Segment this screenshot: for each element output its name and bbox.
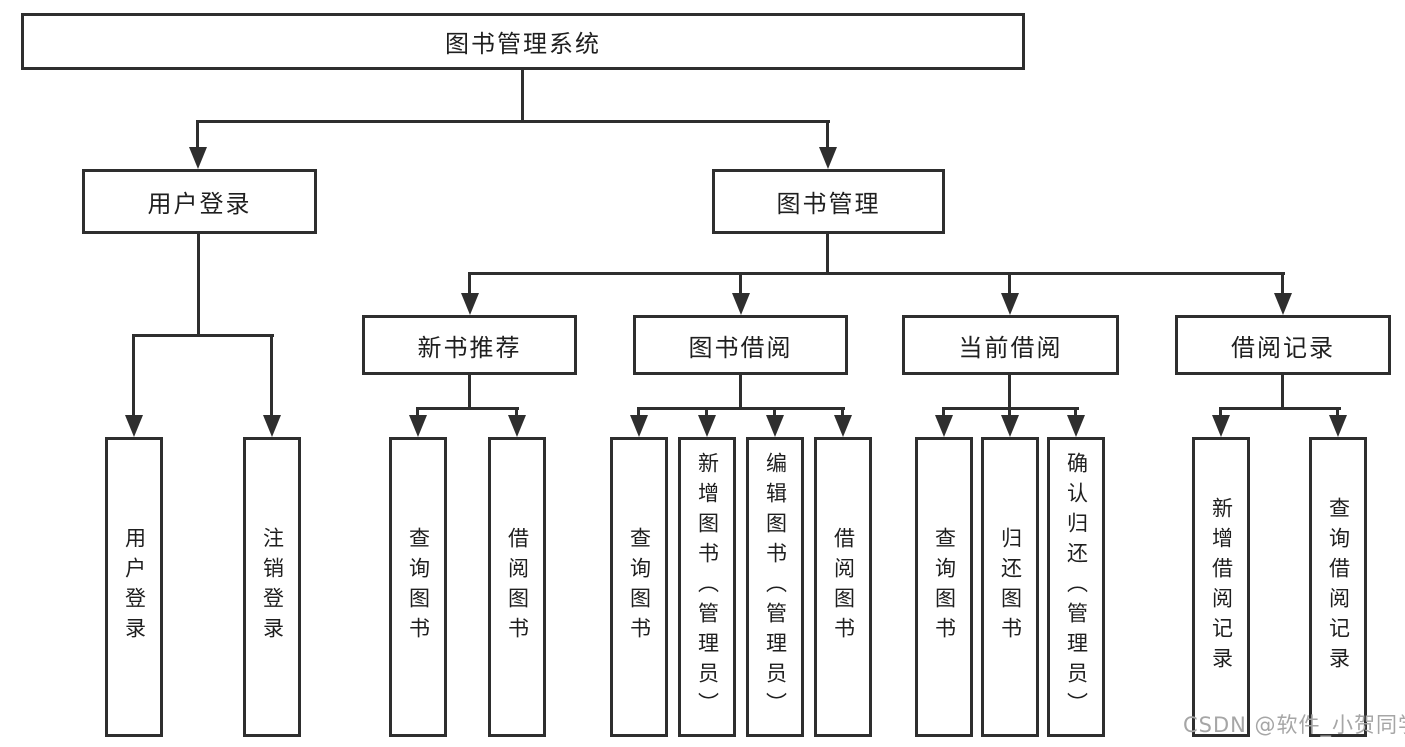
connector-arrow-stem-recommend xyxy=(468,272,471,295)
connector-arrow-stem-borrow xyxy=(739,272,742,295)
connector-records-stem xyxy=(1281,375,1284,410)
leaf-user-login: 用户登录 xyxy=(105,437,163,737)
connector-root-stem xyxy=(521,69,524,120)
connector-arrow-stem xyxy=(1336,407,1339,417)
leaf-logout: 注销登录 xyxy=(243,437,301,737)
arrow-down-icon xyxy=(819,147,837,169)
leaf-return-book: 归还图书 xyxy=(981,437,1039,737)
arrow-down-icon xyxy=(125,415,143,437)
arrow-down-icon xyxy=(766,415,784,437)
arrow-down-icon xyxy=(732,293,750,315)
arrow-down-icon xyxy=(263,415,281,437)
leaf-query-book-current: 查询图书 xyxy=(915,437,973,737)
arrow-down-icon xyxy=(834,415,852,437)
arrow-down-icon xyxy=(189,147,207,169)
connector-book-mgmt-stem xyxy=(826,233,829,275)
connector-arrow-stem xyxy=(942,407,945,417)
arrow-down-icon xyxy=(1212,415,1230,437)
arrow-down-icon xyxy=(1067,415,1085,437)
arrow-down-icon xyxy=(409,415,427,437)
connector-current-stem xyxy=(1008,375,1011,410)
leaf-confirm-return-admin: 确认归还（管理员） xyxy=(1047,437,1105,737)
connector-borrow-rail xyxy=(637,407,845,410)
connector-arrow-stem-leaf-login xyxy=(132,334,135,416)
connector-arrow-stem xyxy=(416,407,419,417)
watermark: CSDN @软件_小贺同学 xyxy=(1183,713,1405,737)
connector-borrow-stem xyxy=(739,375,742,410)
arrow-down-icon xyxy=(1001,415,1019,437)
connector-user-login-stem xyxy=(197,233,200,335)
connector-arrow-stem xyxy=(637,407,640,417)
arrow-down-icon xyxy=(1329,415,1347,437)
connector-arrow-stem-records xyxy=(1281,272,1284,295)
arrow-down-icon xyxy=(698,415,716,437)
arrow-down-icon xyxy=(935,415,953,437)
connector-level2-rail xyxy=(197,120,830,123)
connector-arrow-stem xyxy=(841,407,844,417)
connector-arrow-stem xyxy=(1219,407,1222,417)
connector-arrow-stem xyxy=(1074,407,1077,417)
connector-recommend-stem xyxy=(468,375,471,410)
connector-arrow-stem-user-login xyxy=(196,120,199,149)
node-user-login: 用户登录 xyxy=(82,169,317,234)
connector-arrow-stem xyxy=(515,407,518,417)
leaf-add-book-admin: 新增图书（管理员） xyxy=(678,437,736,737)
connector-arrow-stem xyxy=(1008,407,1011,417)
connector-arrow-stem xyxy=(773,407,776,417)
node-book-management: 图书管理 xyxy=(712,169,945,234)
leaf-borrow-book: 借阅图书 xyxy=(814,437,872,737)
arrow-down-icon xyxy=(1001,293,1019,315)
leaf-query-book-borrow: 查询图书 xyxy=(610,437,668,737)
connector-arrow-stem-current xyxy=(1008,272,1011,295)
leaf-query-borrow-record: 查询借阅记录 xyxy=(1309,437,1367,737)
node-root: 图书管理系统 xyxy=(21,13,1025,70)
node-borrow-records: 借阅记录 xyxy=(1175,315,1391,375)
leaf-borrow-book-recommend: 借阅图书 xyxy=(488,437,546,737)
arrow-down-icon xyxy=(461,293,479,315)
connector-records-rail xyxy=(1219,407,1341,410)
arrow-down-icon xyxy=(630,415,648,437)
leaf-edit-book-admin: 编辑图书（管理员） xyxy=(746,437,804,737)
connector-login-rail xyxy=(132,334,274,337)
node-new-book-recommend: 新书推荐 xyxy=(362,315,577,375)
node-current-borrow: 当前借阅 xyxy=(902,315,1119,375)
leaf-add-borrow-record: 新增借阅记录 xyxy=(1192,437,1250,737)
connector-arrow-stem-leaf-logout xyxy=(270,334,273,416)
connector-recommend-rail xyxy=(416,407,519,410)
arrow-down-icon xyxy=(1274,293,1292,315)
connector-level3-rail xyxy=(468,272,1285,275)
arrow-down-icon xyxy=(508,415,526,437)
node-book-borrow: 图书借阅 xyxy=(633,315,848,375)
leaf-query-book-recommend: 查询图书 xyxy=(389,437,447,737)
connector-arrow-stem xyxy=(705,407,708,417)
connector-arrow-stem-book-mgmt xyxy=(826,120,829,149)
